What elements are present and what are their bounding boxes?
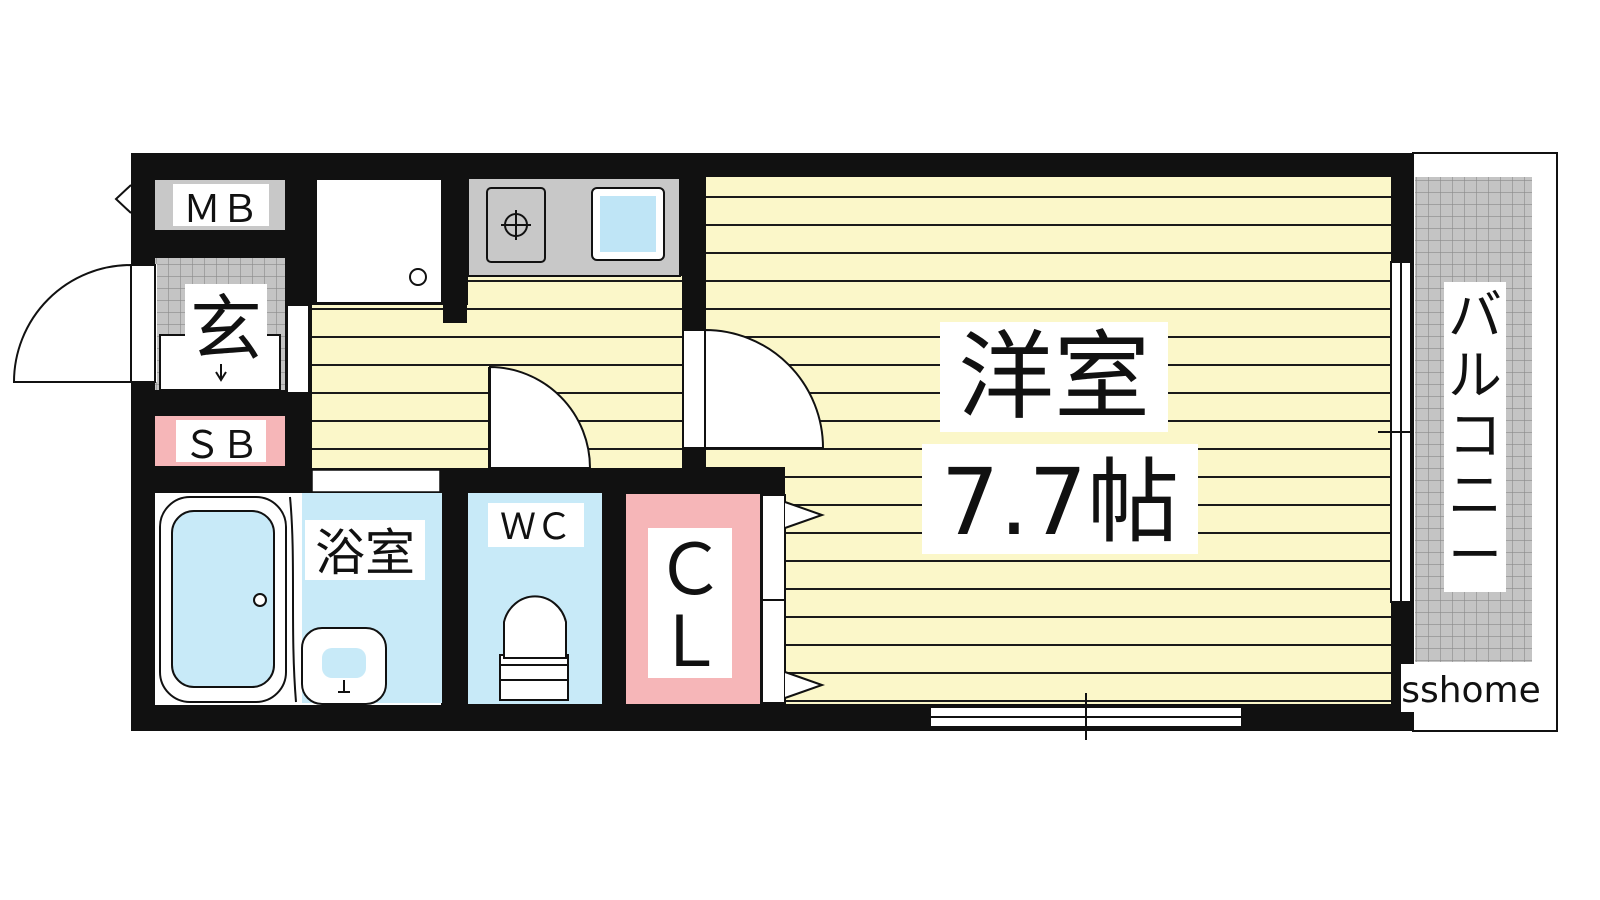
entrance-door-leaf bbox=[130, 264, 156, 383]
closet-label-c: Ｃ bbox=[655, 529, 725, 611]
entrance-door-swing bbox=[12, 263, 132, 383]
closet-label-l: Ｌ bbox=[655, 601, 725, 683]
door-swing-room bbox=[704, 328, 825, 449]
inner-wall bbox=[443, 177, 467, 323]
bath-label-bg bbox=[305, 520, 425, 580]
mb-label: ＭＢ bbox=[183, 187, 259, 231]
sb-label: ＳＢ bbox=[183, 423, 259, 467]
inner-wall bbox=[442, 468, 468, 708]
balcony-label-4: ニ bbox=[1448, 464, 1502, 527]
bath-label: 浴室 bbox=[315, 524, 415, 582]
inner-wall bbox=[682, 177, 706, 330]
inner-wall bbox=[626, 468, 785, 494]
balcony-label-1: バ bbox=[1448, 284, 1502, 347]
wc-label-bg bbox=[488, 503, 584, 547]
balcony-label-bg bbox=[1444, 282, 1506, 592]
toilet-bowl bbox=[503, 595, 567, 659]
bath-door bbox=[311, 469, 441, 493]
western-room-label-bg bbox=[940, 322, 1168, 432]
closet-door-mark bbox=[784, 671, 826, 699]
shower-curtain bbox=[289, 496, 297, 703]
inner-wall bbox=[682, 448, 706, 468]
kitchen-sink-basin bbox=[600, 196, 656, 252]
mb-door-mark bbox=[114, 184, 132, 214]
stove-burner-cross bbox=[501, 210, 531, 240]
toilet-tank bbox=[499, 654, 569, 701]
kitchen-floor bbox=[468, 276, 682, 306]
drain-icon bbox=[409, 268, 427, 286]
genkan-label-bg bbox=[185, 284, 267, 366]
western-room-size: 7.7帖 bbox=[941, 449, 1179, 556]
faucet-icon bbox=[338, 680, 350, 693]
sb-label-bg bbox=[176, 420, 266, 462]
western-room-label: 洋室 bbox=[958, 321, 1150, 433]
genkan-label: 玄 bbox=[190, 287, 262, 371]
watermark: sshome bbox=[1401, 670, 1541, 711]
western-room-size-bg bbox=[922, 444, 1198, 554]
toilet-seat-line bbox=[500, 664, 568, 681]
mb-label-bg bbox=[173, 184, 269, 226]
balcony-label-3: コ bbox=[1448, 404, 1502, 467]
closet-door-mark bbox=[784, 501, 826, 529]
washbasin-bowl bbox=[322, 648, 366, 678]
balcony-label-2: ル bbox=[1448, 344, 1502, 407]
threshold bbox=[286, 304, 310, 394]
balcony-label-5: ー bbox=[1448, 524, 1502, 587]
closet-label-bg bbox=[648, 528, 732, 678]
wc-label: ＷＣ bbox=[500, 507, 572, 548]
door-leaf-room bbox=[682, 329, 706, 449]
wc-door-swing bbox=[489, 365, 592, 469]
watermark-bg bbox=[1401, 664, 1541, 712]
inner-wall bbox=[602, 468, 626, 708]
bathtub-drain-icon bbox=[253, 593, 267, 607]
bathtub-inner bbox=[171, 510, 275, 688]
genkan-arrow-icon bbox=[215, 364, 227, 382]
